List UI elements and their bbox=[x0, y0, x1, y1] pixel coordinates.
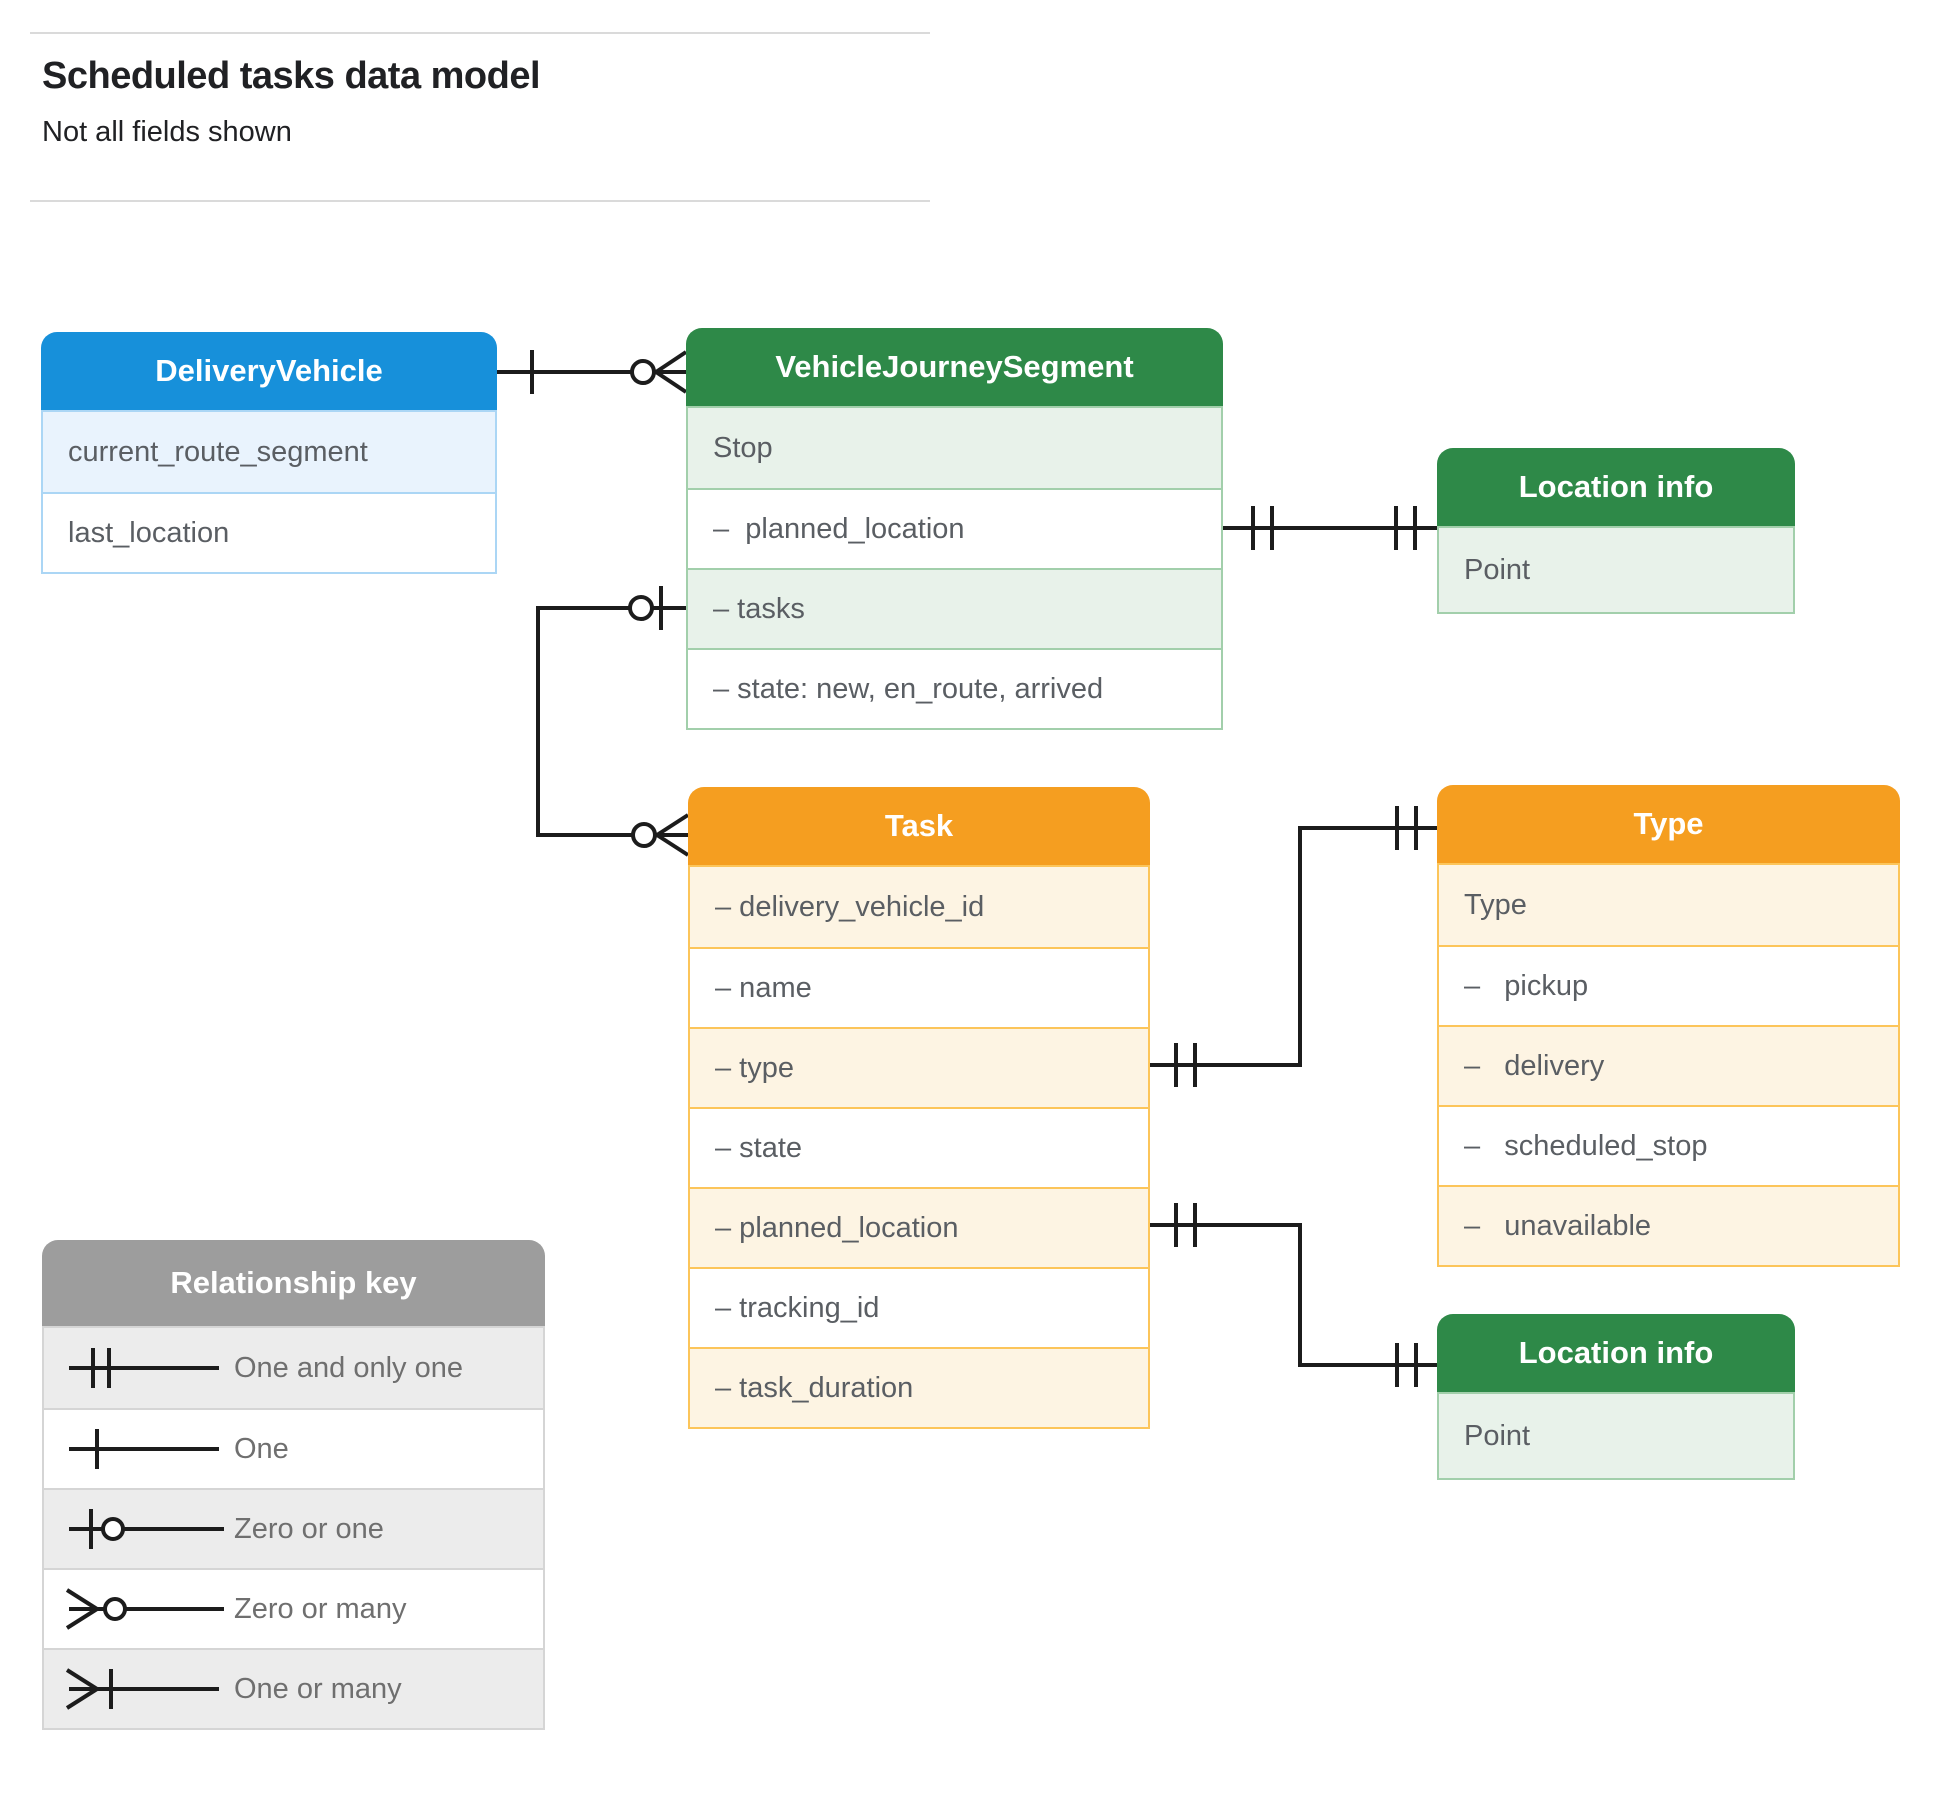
crow-foot-upper bbox=[654, 350, 688, 374]
field-label: – delivery bbox=[1464, 1049, 1605, 1082]
entity-title: VehicleJourneySegment bbox=[775, 349, 1134, 384]
entity-location-info-bottom-body: Point bbox=[1437, 1392, 1795, 1480]
field-row: – task_duration bbox=[690, 1347, 1148, 1427]
field-label: Stop bbox=[713, 431, 773, 464]
field-row: current_route_segment bbox=[43, 412, 495, 492]
entity-delivery-vehicle-body: current_route_segment last_location bbox=[41, 410, 497, 574]
field-label: – task_duration bbox=[715, 1371, 914, 1404]
field-row: – state: new, en_route, arrived bbox=[688, 648, 1221, 728]
entity-vehicle-journey-segment-body: Stop – planned_location – tasks – state:… bbox=[686, 406, 1223, 730]
entity-vehicle-journey-segment-header: VehicleJourneySegment bbox=[686, 328, 1223, 406]
field-label: – state: new, en_route, arrived bbox=[713, 672, 1104, 705]
relationship-key-legend: Relationship key One and only one One bbox=[42, 1240, 545, 1730]
entity-task-header: Task bbox=[688, 787, 1150, 865]
one-or-many-icon bbox=[65, 1668, 219, 1710]
legend-label: One and only one bbox=[234, 1351, 463, 1384]
field-label: last_location bbox=[68, 516, 230, 549]
field-label: – planned_location bbox=[715, 1211, 959, 1244]
connector-task-locationinfo bbox=[1150, 1203, 1437, 1387]
field-label: current_route_segment bbox=[68, 435, 368, 468]
page-title: Scheduled tasks data model bbox=[42, 55, 541, 97]
field-label: – state bbox=[715, 1131, 803, 1164]
crow-foot-upper bbox=[655, 813, 690, 837]
field-label: Point bbox=[1464, 553, 1531, 586]
entity-title: DeliveryVehicle bbox=[155, 353, 383, 388]
zero-or-one-icon bbox=[69, 1509, 224, 1549]
field-row: – name bbox=[690, 947, 1148, 1027]
field-row: Point bbox=[1439, 528, 1793, 612]
entity-title: Type bbox=[1633, 806, 1704, 841]
entity-type: Type Type – pickup – delivery – schedule… bbox=[1437, 785, 1900, 1267]
field-row: Stop bbox=[688, 408, 1221, 488]
entity-location-info-bottom-header: Location info bbox=[1437, 1314, 1795, 1392]
legend-row: One and only one bbox=[44, 1328, 543, 1408]
entity-location-info-top-header: Location info bbox=[1437, 448, 1795, 526]
one-icon bbox=[69, 1429, 219, 1469]
field-row: – planned_location bbox=[690, 1187, 1148, 1267]
zero-circle bbox=[628, 595, 654, 621]
field-label: – type bbox=[715, 1051, 794, 1084]
legend-title: Relationship key bbox=[170, 1265, 417, 1300]
legend-label: One or many bbox=[234, 1672, 402, 1705]
crow-foot-lower bbox=[654, 370, 688, 394]
entity-task: Task – delivery_vehicle_id – name – type… bbox=[688, 787, 1150, 1429]
legend-row: One or many bbox=[44, 1648, 543, 1728]
field-row: – scheduled_stop bbox=[1439, 1105, 1898, 1185]
field-row: – type bbox=[690, 1027, 1148, 1107]
field-row: – unavailable bbox=[1439, 1185, 1898, 1265]
field-label: – delivery_vehicle_id bbox=[715, 890, 985, 923]
entity-location-info-bottom: Location info Point bbox=[1437, 1314, 1795, 1480]
field-label: – tasks bbox=[713, 592, 805, 625]
field-row: – delivery bbox=[1439, 1025, 1898, 1105]
entity-delivery-vehicle: DeliveryVehicle current_route_segment la… bbox=[41, 332, 497, 574]
entity-location-info-top: Location info Point bbox=[1437, 448, 1795, 614]
connector-segment-locationinfo bbox=[1223, 506, 1437, 550]
field-row: – state bbox=[690, 1107, 1148, 1187]
header-divider bbox=[30, 200, 930, 202]
connector-task-type bbox=[1150, 806, 1437, 1087]
entity-delivery-vehicle-header: DeliveryVehicle bbox=[41, 332, 497, 410]
entity-title: Location info bbox=[1518, 1335, 1714, 1370]
legend-row: Zero or many bbox=[44, 1568, 543, 1648]
page-subtitle: Not all fields shown bbox=[42, 116, 292, 148]
field-label: – tracking_id bbox=[715, 1291, 880, 1324]
field-row: – delivery_vehicle_id bbox=[690, 867, 1148, 947]
legend-label: Zero or many bbox=[234, 1592, 407, 1625]
top-divider bbox=[30, 32, 930, 34]
entity-type-body: Type – pickup – delivery – scheduled_sto… bbox=[1437, 863, 1900, 1267]
field-row: – tracking_id bbox=[690, 1267, 1148, 1347]
field-label: – planned_location bbox=[713, 512, 965, 545]
legend-label: One bbox=[234, 1432, 289, 1465]
field-row: – pickup bbox=[1439, 945, 1898, 1025]
legend-row: One bbox=[44, 1408, 543, 1488]
legend-label: Zero or one bbox=[234, 1512, 384, 1545]
field-label: – pickup bbox=[1464, 969, 1589, 1002]
field-label: Type bbox=[1464, 888, 1527, 921]
one-and-only-one-icon bbox=[69, 1348, 219, 1388]
relationship-key-header: Relationship key bbox=[42, 1240, 545, 1326]
field-row: – planned_location bbox=[688, 488, 1221, 568]
entity-vehicle-journey-segment: VehicleJourneySegment Stop – planned_loc… bbox=[686, 328, 1223, 730]
field-label: – name bbox=[715, 971, 812, 1004]
zero-or-many-icon bbox=[65, 1588, 224, 1630]
legend-row: Zero or one bbox=[44, 1488, 543, 1568]
crow-foot-lower bbox=[655, 833, 690, 857]
field-row: Point bbox=[1439, 1394, 1793, 1478]
connector-tasks-task bbox=[536, 586, 690, 857]
entity-task-body: – delivery_vehicle_id – name – type – st… bbox=[688, 865, 1150, 1429]
entity-title: Task bbox=[884, 808, 954, 843]
entity-type-header: Type bbox=[1437, 785, 1900, 863]
entity-location-info-top-body: Point bbox=[1437, 526, 1795, 614]
field-label: – unavailable bbox=[1464, 1209, 1652, 1242]
field-row: last_location bbox=[43, 492, 495, 572]
field-row: – tasks bbox=[688, 568, 1221, 648]
field-row: Type bbox=[1439, 865, 1898, 945]
field-label: – scheduled_stop bbox=[1464, 1129, 1708, 1162]
zero-circle bbox=[630, 359, 656, 385]
entity-title: Location info bbox=[1518, 469, 1714, 504]
relationship-key-body: One and only one One Zero or one bbox=[42, 1326, 545, 1730]
field-label: Point bbox=[1464, 1419, 1531, 1452]
zero-circle bbox=[631, 822, 657, 848]
connector-deliveryvehicle-vehiclejourneysegment bbox=[497, 350, 688, 394]
